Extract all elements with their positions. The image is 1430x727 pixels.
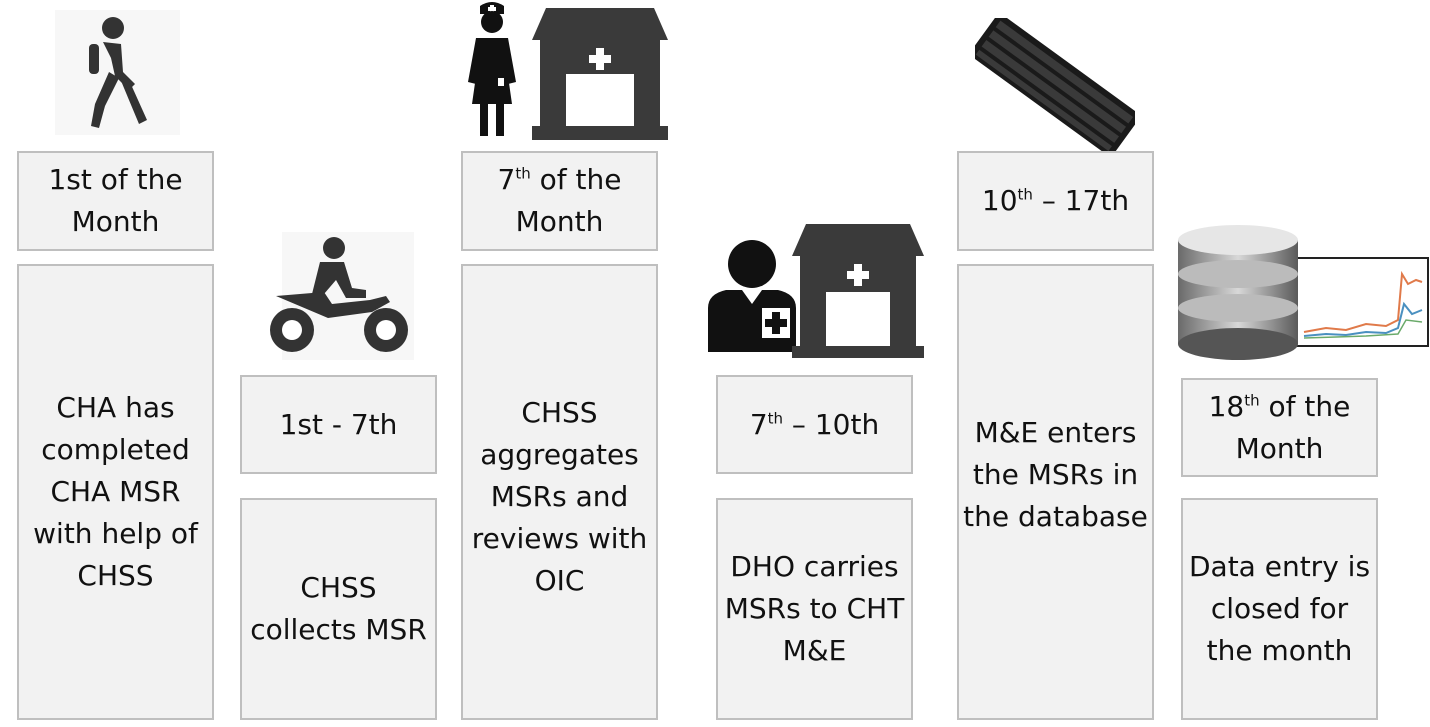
- health-facility-icon: [532, 8, 668, 140]
- walking-person-icon: [55, 10, 180, 135]
- step-5-date: 10th – 17th: [957, 151, 1154, 251]
- step-2-date: 1st - 7th: [240, 375, 437, 474]
- database-and-chart-icon: [1176, 224, 1430, 364]
- step-1-description: CHA has completed CHA MSR with help of C…: [17, 264, 214, 720]
- motorcycle-rider-icon: [262, 232, 414, 360]
- step-4-description: DHO carries MSRs to CHT M&E: [716, 498, 913, 720]
- keyboard-icon: [975, 18, 1135, 152]
- step-6-description: Data entry is closed for the month: [1181, 498, 1378, 720]
- step-5-description: M&E enters the MSRs in the database: [957, 264, 1154, 720]
- doctor-icon: [706, 238, 798, 352]
- step-4-date: 7th – 10th: [716, 375, 913, 474]
- health-facility-icon: [792, 224, 924, 358]
- step-2-description: CHSS collects MSR: [240, 498, 437, 720]
- step-3-description: CHSS aggregates MSRs and reviews with OI…: [461, 264, 658, 720]
- nurse-icon: [458, 0, 530, 138]
